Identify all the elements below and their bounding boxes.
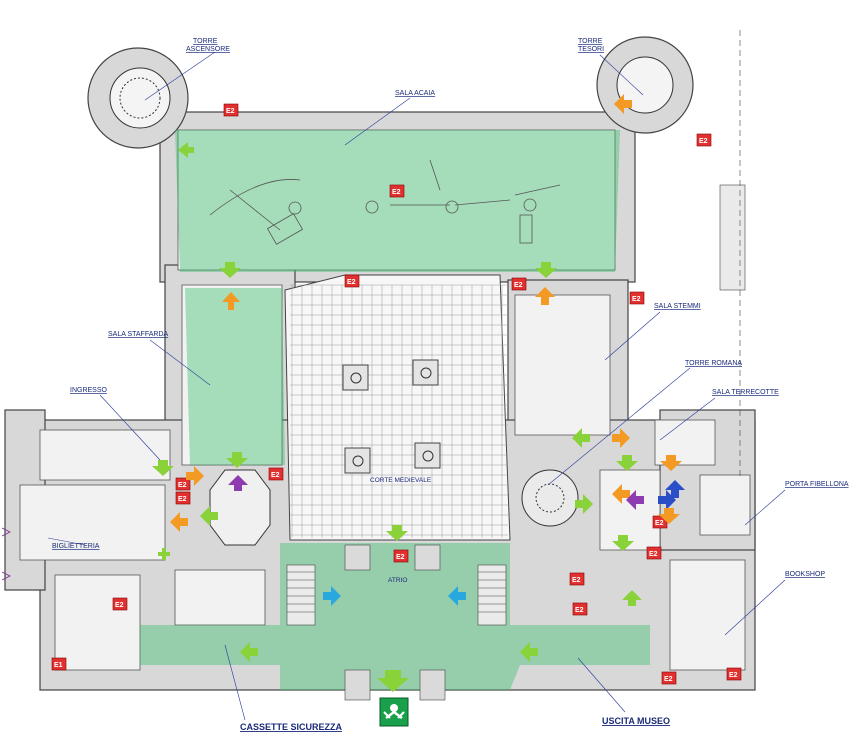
extinguisher-icon: E2 — [629, 291, 645, 305]
extinguisher-icon: E2 — [393, 549, 409, 563]
extinguisher-icon: E2 — [661, 671, 677, 685]
label-ingresso: INGRESSO — [70, 387, 108, 394]
svg-text:E2: E2 — [178, 482, 187, 489]
direction-arrow-icon — [520, 642, 538, 662]
extinguisher-icon: E2 — [389, 184, 405, 198]
label-cassette-sicurezza: CASSETTE SICUREZZA — [240, 722, 343, 732]
svg-text:E2: E2 — [115, 602, 124, 609]
direction-arrow-icon — [658, 490, 676, 510]
direction-arrow-icon — [158, 548, 170, 560]
direction-arrow-icon — [572, 428, 590, 448]
interior-rooms — [19, 129, 751, 671]
label-biglietteria: BIGLIETTERIA — [52, 543, 100, 550]
direction-arrow-icon — [186, 466, 204, 486]
extinguisher-icon: E2 — [268, 467, 284, 481]
label-torre-ascensore: TORRE — [193, 38, 218, 45]
tower-details — [109, 56, 674, 546]
svg-text:E2: E2 — [632, 296, 641, 303]
svg-text:E2: E2 — [649, 551, 658, 558]
extinguisher-markers: E2 E2 E2 E2 E2 E2 E2 E2 E2 E2 E2 E1 E2 E… — [51, 103, 742, 685]
emergency-exit-icon — [379, 697, 409, 727]
extinguisher-icon: E1 — [51, 657, 67, 671]
direction-arrow-icon — [612, 535, 634, 551]
label-bookshop: BOOKSHOP — [785, 571, 825, 578]
extinguisher-icon: E2 — [175, 477, 191, 491]
label-sala-stemmi: SALA STEMMI — [654, 303, 701, 310]
extinguisher-icon: E2 — [112, 597, 128, 611]
label-sala-acaia: SALA ACAIA — [395, 90, 435, 97]
label-porta-fibellona: PORTA FIBELLONA — [785, 481, 849, 488]
svg-text:TESORI: TESORI — [578, 46, 604, 53]
direction-arrow-icon — [228, 475, 248, 491]
extinguisher-icon: E2 — [726, 667, 742, 681]
direction-arrow-icon — [448, 586, 466, 606]
direction-arrow-icon — [622, 590, 642, 606]
direction-arrow-icon — [152, 460, 174, 476]
direction-arrow-icon — [535, 262, 557, 278]
direction-arrow-icon — [614, 94, 632, 114]
direction-arrow-icon — [612, 484, 630, 504]
direction-arrow-icon — [200, 506, 218, 526]
extinguisher-icon: E2 — [223, 103, 239, 117]
label-atrio: ATRIO — [388, 577, 407, 584]
label-corte-medievale: CORTE MEDIEVALE — [370, 477, 432, 484]
svg-text:E2: E2 — [396, 554, 405, 561]
svg-text:E2: E2 — [699, 138, 708, 145]
direction-arrow-icon — [575, 494, 593, 514]
direction-arrow-icon — [222, 292, 240, 310]
entrance-markers — [1, 527, 11, 581]
direction-arrow-icon — [660, 455, 682, 471]
extinguisher-icon: E2 — [696, 133, 712, 147]
direction-arrow-icon — [323, 586, 341, 606]
direction-arrow-icon — [665, 480, 685, 498]
svg-text:E2: E2 — [226, 108, 235, 115]
svg-text:E2: E2 — [575, 607, 584, 614]
label-torre-tesori: TORRE — [578, 38, 603, 45]
direction-arrow-icon — [626, 490, 644, 510]
label-sala-staffarda: SALA STAFFARDA — [108, 331, 168, 338]
svg-text:E2: E2 — [514, 282, 523, 289]
room-labels: TORRE ASCENSORE TORRE TESORI SALA ACAIA … — [47, 38, 849, 732]
direction-arrow-icon — [386, 525, 408, 541]
direction-arrow-icon — [658, 508, 680, 524]
label-sala-terrecotte: SALA TERRECOTTE — [712, 389, 779, 396]
direction-arrow-icon — [616, 455, 638, 471]
direction-arrow-icon — [178, 142, 194, 158]
svg-text:E2: E2 — [392, 189, 401, 196]
direction-arrow-icon — [219, 262, 241, 278]
direction-arrow-icon — [612, 428, 630, 448]
extinguisher-icon: E2 — [572, 602, 588, 616]
svg-text:E2: E2 — [347, 279, 356, 286]
corte-medievale-courtyard — [284, 274, 511, 541]
direction-arrow-icon — [226, 452, 248, 468]
sala-acaia-exhibits — [209, 159, 561, 245]
direction-arrow-icon — [170, 512, 188, 532]
svg-text:E2: E2 — [572, 577, 581, 584]
evacuation-arrows — [152, 94, 685, 692]
extinguisher-icon: E2 — [511, 277, 527, 291]
svg-text:E2: E2 — [729, 672, 738, 679]
svg-text:E1: E1 — [54, 662, 63, 669]
extinguisher-icon: E2 — [344, 274, 360, 288]
svg-text:E2: E2 — [271, 472, 280, 479]
label-uscita-museo: USCITA MUSEO — [602, 716, 670, 726]
svg-text:E2: E2 — [655, 520, 664, 527]
extinguisher-icon: E2 — [569, 572, 585, 586]
direction-arrow-icon — [240, 642, 258, 662]
svg-text:E2: E2 — [178, 496, 187, 503]
extinguisher-icon: E2 — [646, 546, 662, 560]
direction-arrow-icon — [535, 287, 555, 305]
svg-text:ASCENSORE: ASCENSORE — [186, 46, 230, 53]
extinguisher-icon: E2 — [175, 491, 191, 505]
atrio-stairs — [286, 30, 746, 701]
label-torre-romana: TORRE ROMANA — [685, 360, 742, 367]
svg-text:E2: E2 — [664, 676, 673, 683]
direction-arrow-icon — [377, 670, 409, 692]
